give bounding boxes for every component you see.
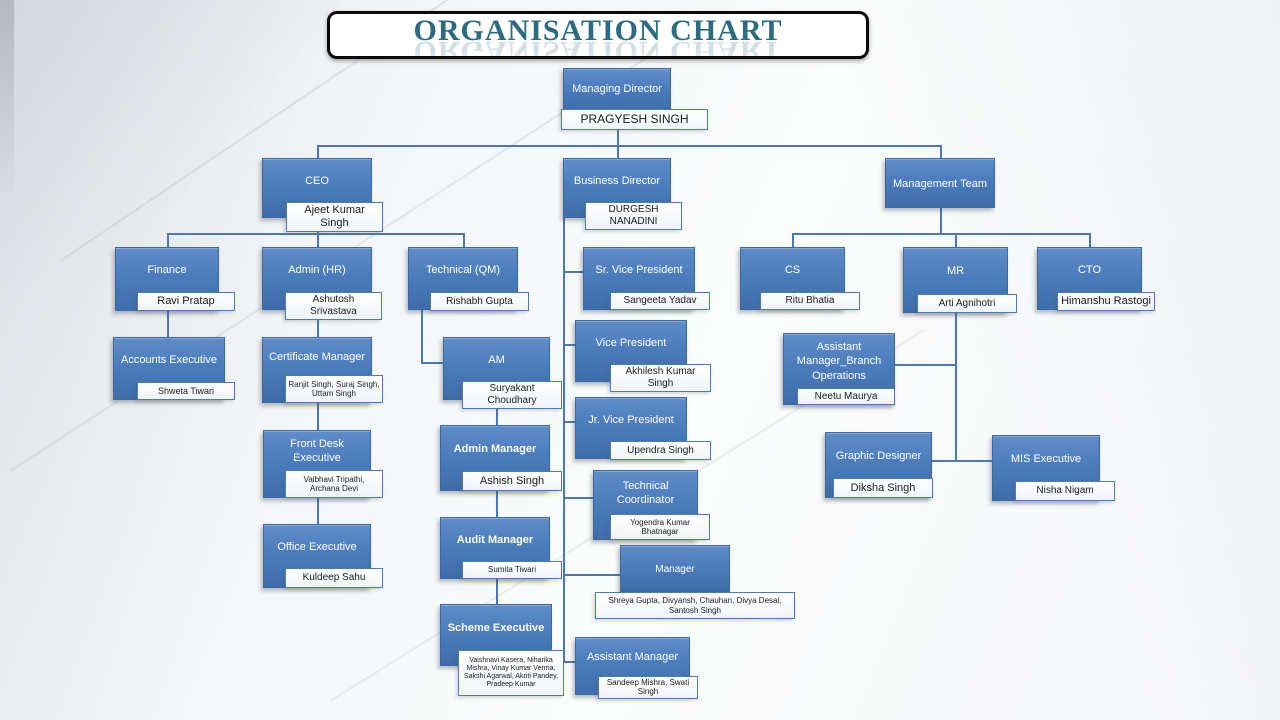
node-person-name: Nisha Nigam [1015,481,1115,501]
connector-line [895,364,955,366]
connector-line [317,498,319,524]
connector-line [317,145,941,147]
node-title: MR [946,265,965,278]
node-title: Assistant Manager [586,651,679,664]
connector-line [317,145,319,158]
node-person-name: Vaishnavi Kasera, Niharika Mishra, Vinay… [458,650,564,696]
connector-line [563,421,575,423]
node-person-name: Vaibhavi Tripathi, Archana Devi [285,470,383,498]
node-title: Audit Manager [456,533,534,546]
connector-line [940,208,942,233]
node-person-name: Shreya Gupta, Divyansh, Chauhan, Divya D… [595,592,795,619]
connector-line [932,460,992,462]
connector-line [167,233,464,235]
node-title: Business Director [573,174,661,187]
connector-line [317,310,319,337]
connector-line [317,233,319,247]
node-title: Technical Coordinator [616,479,675,506]
connector-line [792,233,1089,235]
connector-line [563,344,575,346]
org-node-managing-director: Managing Director [563,68,671,112]
node-title: Management Team [893,177,987,190]
node-person-name: Upendra Singh [610,441,711,460]
node-person-name: Sumita Tiwari [462,561,562,579]
connector-line [955,233,957,247]
node-person-name: Suryakant Choudhary [462,381,562,409]
node-person-name: Yogendra Kumar Bhatnagar [610,514,710,540]
node-person-name: Diksha Singh [833,478,933,498]
node-person-name: PRAGYESH SINGH [561,109,708,130]
node-title: Office Executive [277,540,357,553]
node-title: Technical (QM) [426,264,500,277]
chart-title-box: ORGANISATION CHART ORGANISATION CHART [327,11,869,59]
connector-line [496,491,498,517]
node-person-name: Shweta Tiwari [137,382,235,400]
node-person-name: Sandeep Mishra, Swati Singh [598,676,698,699]
connector-line [1089,233,1091,247]
chart-title: ORGANISATION CHART [413,14,783,47]
connector-line [167,233,169,247]
node-title: CS [784,264,801,277]
node-title: AM [488,353,505,366]
node-person-name: Ranjit Singh, Suraj Singh, Uttam Singh [285,375,383,403]
node-title: Sr. Vice President [595,264,683,277]
node-person-name: Ajeet Kumar Singh [286,202,383,232]
connector-line [563,497,593,499]
node-person-name: Akhilesh Kumar Singh [610,364,711,392]
node-person-name: Arti Agnihotri [917,294,1017,313]
org-node-office-executive: Office Executive [263,524,371,588]
node-title: Admin (HR) [288,264,346,277]
connector-line [563,271,583,273]
node-title: CTO [1077,264,1102,277]
node-title: Accounts Executive [121,354,217,367]
node-person-name: Kuldeep Sahu [285,568,383,588]
connector-line [317,403,319,430]
node-title: Assistant Manager_Branch Operations [796,341,882,382]
node-person-name: DURGESH NANADINI [585,202,682,230]
connector-line [617,145,619,158]
connector-line [792,233,794,247]
node-title: Graphic Designer [835,449,922,462]
node-title: Vice President [595,336,667,349]
node-person-name: Neetu Maurya [797,388,895,405]
connector-line [563,661,575,663]
background-building-edge [0,0,14,200]
connector-line [955,313,957,460]
node-title: Finance [147,264,187,277]
node-title: CEO [305,174,329,187]
connector-line [563,574,620,576]
org-node-manager: Manager [620,545,730,592]
connector-line [167,311,169,337]
node-title: Scheme Executive [447,621,545,634]
node-title: Certificate Manager [269,350,365,363]
connector-line [421,310,423,362]
node-title: Manager [655,564,695,575]
connector-line [496,400,498,425]
connector-line [940,145,942,158]
node-title: Front Desk Executive [290,437,344,464]
connector-line [463,233,465,247]
org-node-management-team: Management Team [885,158,995,208]
connector-line [496,579,498,604]
node-person-name: Ritu Bhatia [760,292,860,310]
node-title: Managing Director [572,83,662,96]
connector-line [421,362,443,364]
chart-title-reflection: ORGANISATION CHART [413,35,783,59]
node-person-name: Rishabh Gupta [430,292,529,311]
node-person-name: Himanshu Rastogi [1057,292,1155,311]
node-title: Jr. Vice President [588,413,674,426]
node-title: MIS Executive [1010,452,1082,465]
connector-line [563,218,565,661]
node-person-name: Sangeeta Yadav [610,292,710,310]
node-person-name: Ashutosh Srivastava [285,292,382,320]
node-person-name: Ravi Pratap [137,292,235,311]
node-person-name: Ashish Singh [462,471,562,491]
node-title: Admin Manager [453,442,537,455]
connector-line [617,130,619,145]
